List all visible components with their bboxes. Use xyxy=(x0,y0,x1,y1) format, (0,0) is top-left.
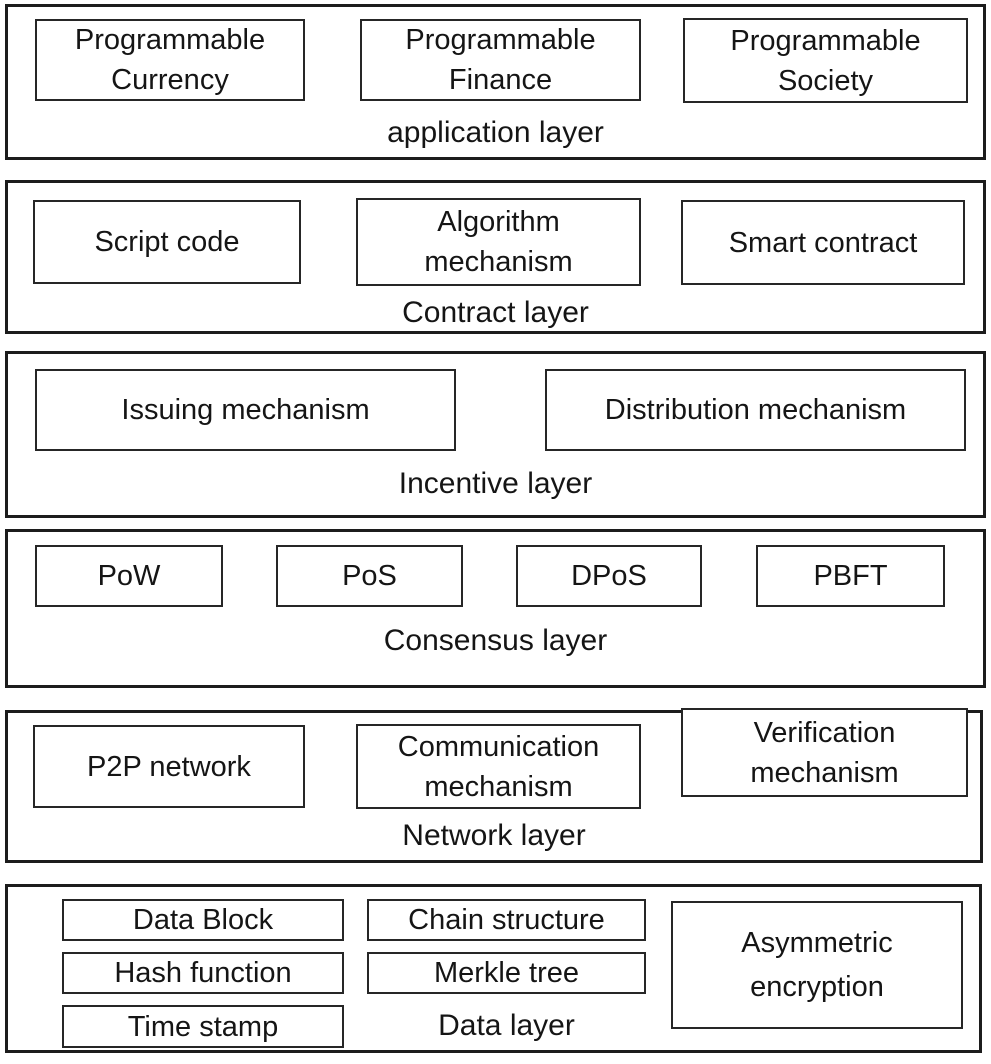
box-data-block-label: Data Block xyxy=(132,904,274,936)
application-layer-label: application layer xyxy=(387,116,604,149)
box-distribution-mechanism: Distribution mechanism xyxy=(545,369,966,451)
box-hash-function: Hash function xyxy=(62,952,344,994)
data-layer-label: Data layer xyxy=(438,1009,575,1042)
box-pbft-label: PBFT xyxy=(813,560,888,592)
box-programmable-finance: Programmable Finance xyxy=(360,19,641,101)
box-time-stamp: Time stamp xyxy=(62,1005,344,1048)
consensus-layer-band: PoW PoS DPoS PBFT Consensus layer xyxy=(5,529,986,688)
box-communication-mechanism: Communication mechanism xyxy=(356,724,641,809)
network-layer-label: Network layer xyxy=(402,819,586,852)
box-communication-mechanism-label: Communication mechanism xyxy=(397,730,600,803)
box-pos: PoS xyxy=(276,545,463,607)
box-p2p-network: P2P network xyxy=(33,725,305,808)
box-verification-mechanism: Verification mechanism xyxy=(681,708,968,797)
box-pos-label: PoS xyxy=(342,560,397,592)
box-merkle-tree: Merkle tree xyxy=(367,952,646,994)
box-verification-mechanism-label: Verification mechanism xyxy=(750,716,899,789)
box-p2p-network-label: P2P network xyxy=(87,750,251,783)
box-smart-contract-label: Smart contract xyxy=(728,226,918,259)
box-programmable-currency: Programmable Currency xyxy=(35,19,305,101)
box-merkle-tree-label: Merkle tree xyxy=(433,957,580,989)
box-chain-structure-label: Chain structure xyxy=(408,904,605,936)
contract-layer-band: Script code Algorithm mechanism Smart co… xyxy=(5,180,986,334)
box-programmable-society: Programmable Society xyxy=(683,18,968,103)
box-asymmetric-encryption: Asymmetric encryption xyxy=(671,901,963,1029)
box-distribution-mechanism-label: Distribution mechanism xyxy=(604,394,907,426)
application-layer-band: Programmable Currency Programmable Finan… xyxy=(5,4,986,160)
box-asymmetric-encryption-label: Asymmetric encryption xyxy=(741,927,893,1003)
box-smart-contract: Smart contract xyxy=(681,200,965,285)
box-programmable-currency-label: Programmable Currency xyxy=(74,24,266,96)
box-pow-label: PoW xyxy=(97,560,161,592)
box-time-stamp-label: Time stamp xyxy=(127,1010,279,1043)
box-script-code: Script code xyxy=(33,200,301,284)
data-layer-band: Data Block Hash function Time stamp Chai… xyxy=(5,884,982,1053)
incentive-layer-band: Issuing mechanism Distribution mechanism… xyxy=(5,351,986,518)
box-hash-function-label: Hash function xyxy=(114,957,292,989)
box-issuing-mechanism: Issuing mechanism xyxy=(35,369,456,451)
contract-layer-label: Contract layer xyxy=(402,296,589,329)
box-pbft: PBFT xyxy=(756,545,945,607)
network-layer-band: P2P network Communication mechanism Veri… xyxy=(5,708,983,863)
box-pow: PoW xyxy=(35,545,223,607)
box-algorithm-mechanism: Algorithm mechanism xyxy=(356,198,641,286)
incentive-layer-label: Incentive layer xyxy=(398,467,593,500)
box-dpos-label: DPoS xyxy=(571,560,647,592)
box-chain-structure: Chain structure xyxy=(367,899,646,941)
box-algorithm-mechanism-label: Algorithm mechanism xyxy=(424,206,573,278)
box-issuing-mechanism-label: Issuing mechanism xyxy=(121,394,370,426)
consensus-layer-label: Consensus layer xyxy=(383,624,608,657)
box-dpos: DPoS xyxy=(516,545,702,607)
box-programmable-finance-label: Programmable Finance xyxy=(405,24,596,96)
box-script-code-label: Script code xyxy=(94,226,240,258)
box-data-block: Data Block xyxy=(62,899,344,941)
box-programmable-society-label: Programmable Society xyxy=(730,24,921,97)
